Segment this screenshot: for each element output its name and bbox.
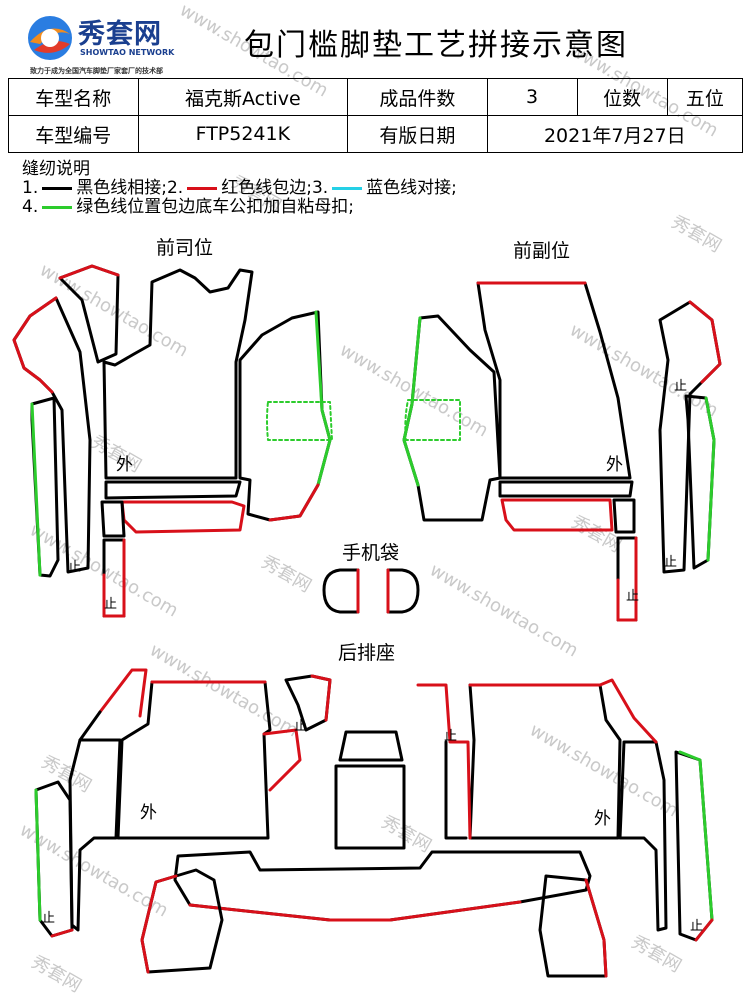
mark-up: 止 bbox=[690, 919, 703, 934]
page-title: 包门槛脚垫工艺拼接示意图 bbox=[244, 28, 628, 63]
passenger-mat-group bbox=[402, 281, 722, 622]
rear-center-tunnel bbox=[338, 730, 404, 762]
phone-bag-right bbox=[386, 568, 420, 614]
mark-up: 止 bbox=[104, 597, 117, 612]
slogan: 致力于成为全国汽车脚垫厂家套厂的技术部 bbox=[30, 67, 163, 75]
section-label-phone-bag: 手机袋 bbox=[342, 542, 400, 564]
sewing-notes: 缝纫说明 1. 黑色线相接;2. 红色线包边;3. 蓝色线对接; 4. 绿色线位置包边底… bbox=[22, 160, 457, 217]
note-number: 1. bbox=[22, 178, 39, 198]
note-number: 4. bbox=[22, 197, 39, 217]
mark-up: 止 bbox=[626, 589, 639, 604]
driver-mat bbox=[102, 268, 254, 480]
rear-right-outer bbox=[618, 740, 668, 932]
phone-bag-left bbox=[322, 568, 360, 614]
piece-count-label: 成品件数 bbox=[347, 78, 488, 116]
mark-up: 止 bbox=[444, 729, 457, 744]
note-number: 2. bbox=[166, 178, 184, 198]
phone-bag-group bbox=[322, 568, 420, 614]
pattern-date-label: 有版日期 bbox=[347, 115, 488, 153]
brand-name: 秀套网 bbox=[78, 19, 162, 50]
rear-left-mat bbox=[116, 680, 272, 840]
driver-mat-group bbox=[12, 264, 333, 618]
passenger-bottom-lip bbox=[500, 498, 614, 532]
mark-up: 止 bbox=[68, 560, 81, 575]
section-label-driver: 前司位 bbox=[156, 237, 214, 259]
seat-count-value: 五位 bbox=[666, 78, 744, 116]
model-code-label: 车型编号 bbox=[8, 115, 139, 153]
black-seam-swatch bbox=[42, 186, 73, 190]
rear-left-outer bbox=[68, 738, 122, 932]
notes-heading: 缝纫说明 bbox=[22, 159, 90, 179]
logo: 秀套网 SHOWTAO NETWORK 致力于成为全国汽车脚垫厂家套厂的技术部 bbox=[26, 10, 186, 75]
seat-count-label: 位数 bbox=[576, 78, 668, 116]
passenger-sill bbox=[498, 480, 634, 498]
info-table: 车型名称 福克斯Active 成品件数 3 位数 五位 车型编号 FTP5241… bbox=[8, 78, 744, 153]
rear-mat-group bbox=[34, 668, 714, 978]
header: 秀套网 SHOWTAO NETWORK 致力于成为全国汽车脚垫厂家套厂的技术部 … bbox=[0, 0, 745, 78]
note-text: 红色线包边; bbox=[221, 178, 312, 198]
passenger-mat bbox=[476, 281, 632, 480]
pattern-date-value: 2021年7月27日 bbox=[486, 115, 744, 153]
red-seam-swatch bbox=[187, 186, 218, 190]
model-code-value: FTP5241K bbox=[137, 115, 349, 153]
brand-subtitle: SHOWTAO NETWORK bbox=[80, 48, 175, 57]
driver-bottom-lip bbox=[120, 500, 246, 534]
mark-up: 止 bbox=[294, 719, 307, 734]
section-label-passenger: 前副位 bbox=[513, 240, 571, 262]
notes-line-1: 1. 黑色线相接;2. 红色线包边;3. 蓝色线对接; bbox=[22, 179, 457, 198]
driver-left-strip bbox=[58, 264, 120, 364]
logo-swirl-icon bbox=[28, 16, 72, 60]
passenger-rear-strip bbox=[616, 536, 638, 622]
mark-up: 止 bbox=[664, 555, 677, 570]
rear-right-mat bbox=[468, 683, 622, 840]
mark-outer: 外 bbox=[594, 809, 611, 829]
driver-door-strip bbox=[12, 296, 92, 574]
note-text: 黑色线相接; bbox=[76, 178, 167, 198]
mark-up: 止 bbox=[42, 911, 55, 926]
notes-line-2: 4. 绿色线位置包边底车公扣加自粘母扣; bbox=[22, 198, 457, 217]
mark-outer: 外 bbox=[140, 803, 157, 823]
note-text: 绿色线位置包边底车公扣加自粘母扣; bbox=[76, 197, 354, 217]
note-text: 蓝色线对接; bbox=[366, 178, 457, 198]
mark-outer: 外 bbox=[116, 455, 133, 475]
green-seam-swatch bbox=[42, 205, 73, 209]
driver-sill bbox=[104, 480, 242, 500]
section-label-rear: 后排座 bbox=[338, 642, 396, 664]
note-number: 3. bbox=[311, 178, 329, 198]
blue-seam-swatch bbox=[332, 186, 363, 190]
mark-up: 止 bbox=[674, 379, 687, 394]
mark-outer: 外 bbox=[606, 455, 623, 475]
info-row: 车型名称 福克斯Active 成品件数 3 位数 五位 bbox=[8, 78, 744, 116]
model-name-value: 福克斯Active bbox=[137, 78, 349, 116]
info-row: 车型编号 FTP5241K 有版日期 2021年7月27日 bbox=[8, 115, 744, 153]
